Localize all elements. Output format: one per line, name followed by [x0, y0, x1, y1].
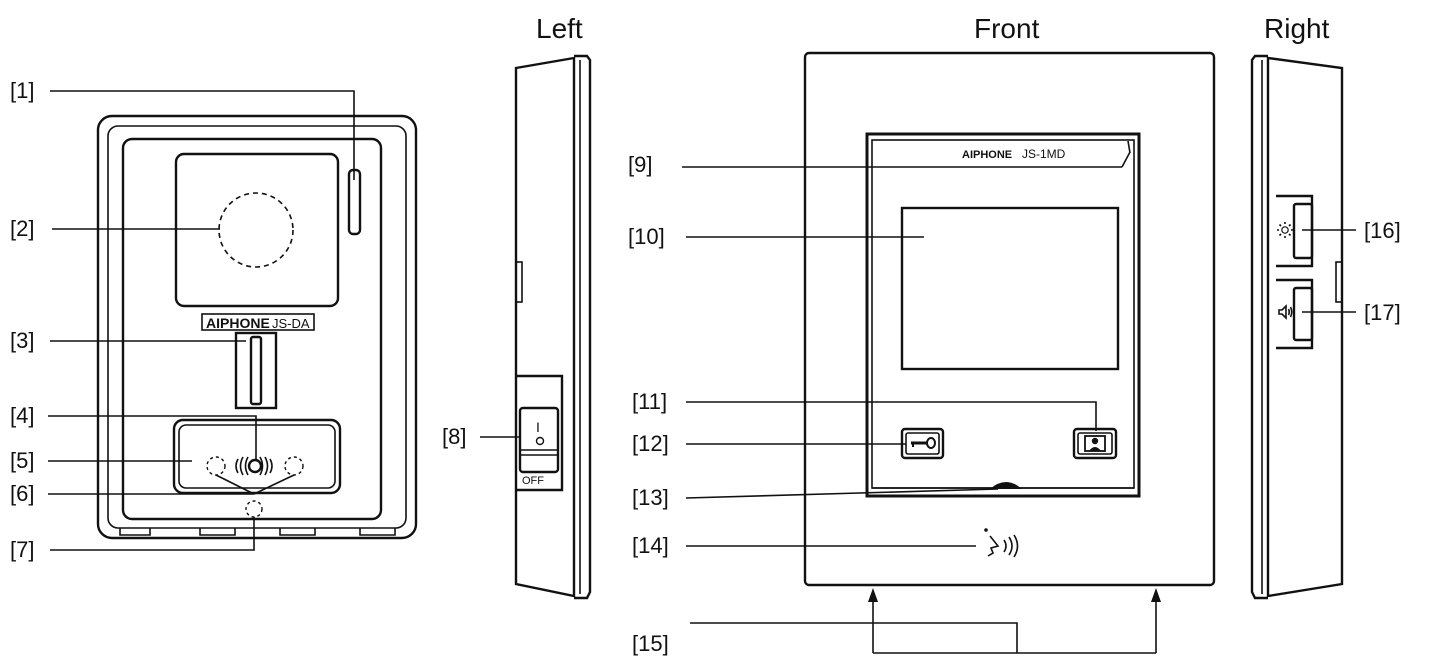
- callout-3: [3]: [10, 328, 34, 353]
- speaker-panel-inner: [178, 424, 336, 489]
- left-side-tab: [515, 261, 523, 303]
- switch-recess: [516, 374, 564, 492]
- monitor-front-callouts: [682, 151, 1161, 654]
- callout-5: [5]: [10, 448, 34, 473]
- callout-16: [16]: [1364, 218, 1401, 243]
- callout-9: [9]: [628, 152, 652, 177]
- callout-14: [14]: [632, 533, 669, 558]
- power-switch: [518, 406, 560, 474]
- callout-2: [2]: [10, 216, 34, 241]
- view-title-right: Right: [1264, 13, 1330, 44]
- door-station-callouts: [48, 90, 355, 551]
- callout-12: [12]: [632, 431, 669, 456]
- brightness-control: [1292, 202, 1314, 260]
- right-side-tab: [1335, 261, 1343, 303]
- door-station-outer-frame: [96, 114, 418, 540]
- microphone: [247, 458, 263, 474]
- door-station-feet: [119, 528, 396, 536]
- door-station-model: JS-DA: [272, 316, 310, 331]
- callout-1: [1]: [10, 78, 34, 103]
- key-icon: [911, 437, 936, 449]
- person-icon: [1084, 435, 1106, 452]
- view-title-left: Left: [536, 13, 583, 44]
- monitor-front: AIPHONE JS-1MD: [803, 51, 1216, 587]
- name-plate-frame: [234, 331, 278, 410]
- callout-6: [6]: [10, 481, 34, 506]
- camera-lens: [218, 192, 294, 268]
- callout-15: [15]: [632, 631, 669, 656]
- mounting-screw: [245, 500, 263, 518]
- volume-control: [1292, 286, 1314, 342]
- door-station: AIPHONE JS-DA: [96, 114, 418, 540]
- monitor-model: JS-1MD: [1022, 147, 1066, 161]
- volume-icon: [1278, 304, 1293, 320]
- monitor-brand: AIPHONE: [962, 149, 1012, 161]
- brightness-icon: [1277, 222, 1293, 238]
- door-station-inner-frame: [107, 125, 407, 529]
- monitor-left-side: I OFF: [514, 54, 592, 600]
- callout-8: [8]: [442, 424, 466, 449]
- speaker-panel: [172, 418, 342, 495]
- door-brand-plate: [201, 313, 315, 331]
- monitor-button: [1072, 427, 1118, 460]
- lcd-screen: [900, 206, 1120, 371]
- door-station-faceplate: [121, 137, 383, 521]
- status-led: [1127, 140, 1131, 154]
- left-side-front-bezel: [574, 54, 592, 600]
- monitor-housing: [803, 51, 1216, 587]
- callout-17: [17]: [1364, 300, 1401, 325]
- view-title-front: Front: [974, 13, 1040, 44]
- right-side-body: [1266, 56, 1344, 598]
- call-button: [249, 335, 263, 406]
- switch-on-mark: I: [536, 419, 540, 435]
- left-side-body: [514, 56, 576, 598]
- speaker-holes: [235, 456, 273, 476]
- callout-11: [11]: [632, 389, 667, 414]
- talk-indicator-icon: [984, 528, 1019, 558]
- callout-10: [10]: [628, 224, 665, 249]
- callout-13: [13]: [632, 485, 669, 510]
- monitor-microphone: [990, 482, 1022, 489]
- switch-off-mark: [535, 436, 545, 446]
- monitor-right-side: [1250, 54, 1344, 600]
- monitor-face-panel: [865, 132, 1141, 498]
- switch-off-label: OFF: [522, 475, 544, 487]
- door-station-brand: AIPHONE: [206, 315, 270, 331]
- camera-window: [174, 152, 340, 308]
- right-side-front-bezel: [1250, 54, 1268, 600]
- callout-4: [4]: [10, 403, 34, 428]
- callout-7: [7]: [10, 537, 34, 562]
- speaker-screw-left: [206, 456, 226, 476]
- speaker-screw-right: [284, 456, 304, 476]
